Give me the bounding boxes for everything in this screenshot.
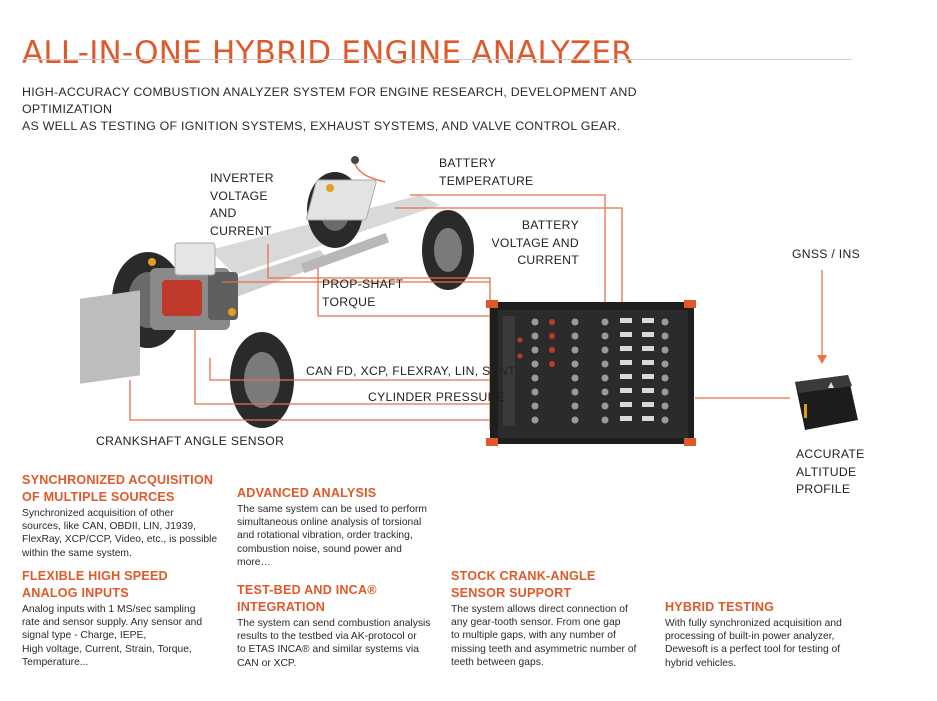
- label-line: BATTERY: [521, 218, 579, 232]
- heading-line: INTEGRATION: [237, 600, 326, 614]
- body-line: The system allows direct connection of: [451, 604, 628, 615]
- page-title: ALL-IN-ONE HYBRID ENGINE ANALYZER: [22, 34, 633, 71]
- arrow-down-icon: [817, 355, 827, 364]
- body-line: The system can send combustion analysis: [237, 618, 431, 629]
- feature-body: Analog inputs with 1 MS/sec sampling rat…: [22, 603, 227, 669]
- body-line: With fully synchronized acquisition and: [665, 618, 842, 629]
- body-line: CAN or XCP.: [237, 657, 297, 669]
- label-line: VOLTAGE: [210, 188, 268, 203]
- prop-shaft-torque-label: PROP-SHAFT TORQUE: [322, 276, 404, 311]
- crankshaft-angle-sensor-label: CRANKSHAFT ANGLE SENSOR: [96, 434, 285, 448]
- title-divider: [22, 59, 852, 60]
- radiator: [80, 290, 140, 384]
- label-line: ACCURATE: [796, 447, 865, 461]
- feature-flexible-analog-inputs: FLEXIBLE HIGH SPEED ANALOG INPUTS Analog…: [22, 568, 227, 669]
- body-line: High voltage, Current, Strain, Torque,: [22, 643, 192, 655]
- body-line: Analog inputs with 1 MS/sec sampling: [22, 604, 196, 615]
- subtitle-line: HIGH-ACCURACY COMBUSTION ANALYZER SYSTEM…: [22, 85, 637, 116]
- accurate-altitude-profile-label: ACCURATE ALTITUDE PROFILE: [796, 446, 865, 499]
- inverter-voltage-current-label: INVERTER VOLTAGE AND CURRENT: [210, 170, 274, 240]
- feature-heading: TEST-BED AND INCA® INTEGRATION: [237, 582, 447, 616]
- body-line: sources, like CAN, OBDII, LIN, J1939,: [22, 521, 196, 533]
- label-line: TEMPERATURE: [439, 173, 534, 188]
- label-line: CURRENT: [517, 253, 579, 267]
- gnss-ins-device: [795, 375, 858, 430]
- label-line: INVERTER: [210, 171, 274, 185]
- body-line: to multiple gaps, with any number of: [451, 630, 616, 642]
- feature-body: The system allows direct connection of a…: [451, 603, 656, 669]
- feature-heading: ADVANCED ANALYSIS: [237, 485, 442, 502]
- feature-heading: SYNCHRONIZED ACQUISITION OF MULTIPLE SOU…: [22, 472, 227, 506]
- bus-protocols-label: CAN FD, XCP, FLEXRAY, LIN, SENT: [306, 364, 516, 378]
- heading-line: TEST-BED AND INCA®: [237, 583, 377, 597]
- vehicle-chassis-illustration: [80, 156, 474, 428]
- heading-line: OF MULTIPLE SOURCES: [22, 490, 175, 504]
- heading-line: STOCK CRANK-ANGLE: [451, 569, 596, 583]
- feature-body: With fully synchronized acquisition and …: [665, 617, 870, 670]
- body-line: results to the testbed via AK-protocol o…: [237, 631, 417, 643]
- subtitle-line: AS WELL AS TESTING OF IGNITION SYSTEMS, …: [22, 119, 621, 133]
- feature-body: Synchronized acquisition of other source…: [22, 507, 227, 560]
- body-line: combustion noise, sound power and: [237, 543, 402, 555]
- body-line: The same system can be used to perform: [237, 504, 428, 515]
- label-line: VOLTAGE AND: [491, 235, 579, 250]
- body-line: simultaneous online analysis of torsiona…: [237, 517, 422, 529]
- feature-hybrid-testing: HYBRID TESTING With fully synchronized a…: [665, 599, 870, 670]
- feature-body: The same system can be used to perform s…: [237, 503, 442, 569]
- body-line: processing of built-in power analyzer,: [665, 631, 835, 643]
- body-line: any gear-tooth sensor. From one gap: [451, 617, 621, 629]
- label-line: TORQUE: [322, 294, 376, 309]
- body-line: within the same system.: [22, 547, 132, 559]
- heading-line: SENSOR SUPPORT: [451, 586, 572, 600]
- body-line: hybrid vehicles.: [665, 657, 736, 669]
- gnss-ins-label: GNSS / INS: [792, 247, 861, 261]
- feature-heading: HYBRID TESTING: [665, 599, 870, 616]
- body-line: teeth between gaps.: [451, 656, 544, 668]
- heading-line: HYBRID TESTING: [665, 600, 775, 614]
- body-line: rate and sensor supply. Any sensor and: [22, 617, 203, 629]
- body-line: Synchronized acquisition of other: [22, 508, 174, 519]
- label-line: BATTERY: [439, 156, 497, 170]
- label-line: AND: [210, 206, 237, 220]
- body-line: Dewesoft is a perfect tool for testing o…: [665, 644, 841, 656]
- feature-body: The system can send combustion analysis …: [237, 617, 447, 670]
- label-line: PROP-SHAFT: [322, 277, 404, 291]
- body-line: to ETAS INCA® and similar systems via: [237, 644, 419, 656]
- body-line: FlexRay, XCP/CCP, Video, etc., is possib…: [22, 534, 218, 546]
- battery-voltage-current-label: BATTERY VOLTAGE AND CURRENT: [488, 217, 579, 270]
- label-line: PROFILE: [796, 482, 851, 496]
- feature-advanced-analysis: ADVANCED ANALYSIS The same system can be…: [237, 485, 442, 569]
- cylinder-pressure-label: CYLINDER PRESSURE: [368, 390, 506, 404]
- dewesoft-analyzer-device: [486, 300, 696, 446]
- battery-temperature-label: BATTERY TEMPERATURE: [439, 155, 534, 190]
- feature-stock-crank-angle-sensor: STOCK CRANK-ANGLE SENSOR SUPPORT The sys…: [451, 568, 656, 669]
- battery-pack: [306, 179, 377, 221]
- body-line: and rotational vibration, order tracking…: [237, 530, 413, 542]
- label-line: CURRENT: [210, 223, 272, 238]
- feature-test-bed-inca-integration: TEST-BED AND INCA® INTEGRATION The syste…: [237, 582, 447, 670]
- heading-line: ANALOG INPUTS: [22, 586, 129, 600]
- page-subtitle: HIGH-ACCURACY COMBUSTION ANALYZER SYSTEM…: [22, 84, 722, 135]
- body-line: more…: [237, 556, 271, 568]
- body-line: signal type - Charge, IEPE,: [22, 630, 147, 642]
- heading-line: ADVANCED ANALYSIS: [237, 486, 377, 500]
- label-line: ALTITUDE: [796, 464, 857, 479]
- body-line: Temperature...: [22, 656, 89, 668]
- heading-line: FLEXIBLE HIGH SPEED: [22, 569, 168, 583]
- feature-heading: FLEXIBLE HIGH SPEED ANALOG INPUTS: [22, 568, 227, 602]
- body-line: missing teeth and asymmetric number of: [451, 643, 637, 655]
- inverter-unit: [174, 242, 216, 276]
- heading-line: SYNCHRONIZED ACQUISITION: [22, 473, 214, 487]
- feature-synchronized-acquisition: SYNCHRONIZED ACQUISITION OF MULTIPLE SOU…: [22, 472, 227, 560]
- feature-heading: STOCK CRANK-ANGLE SENSOR SUPPORT: [451, 568, 656, 602]
